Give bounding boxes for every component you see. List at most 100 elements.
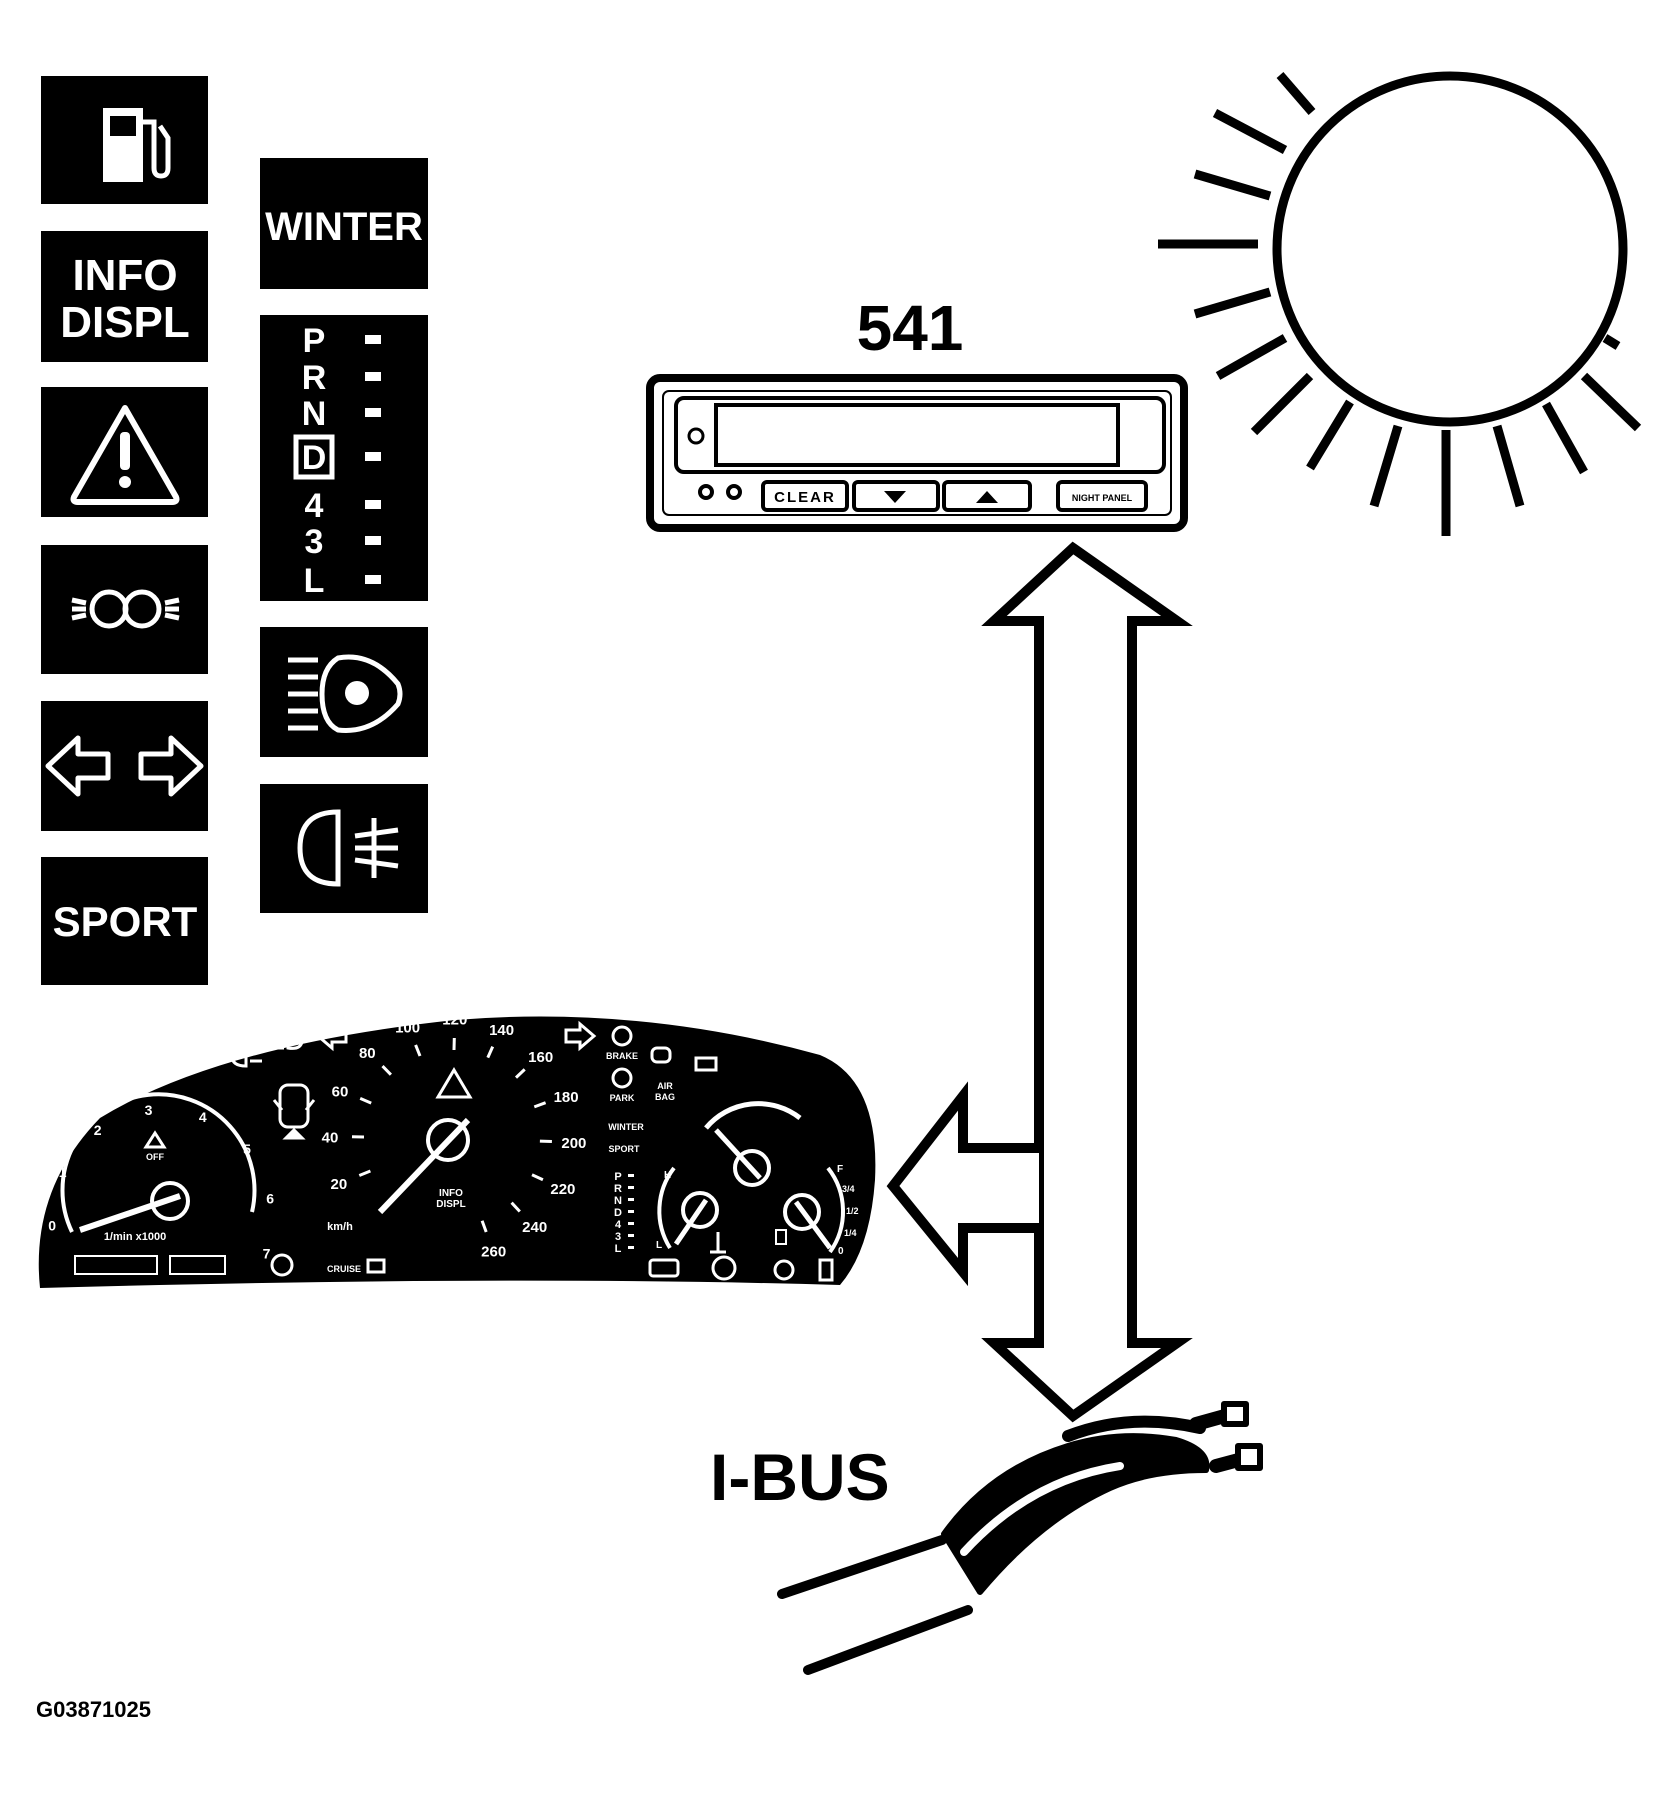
selected-gear-box <box>293 434 335 480</box>
cluster-gear-led <box>628 1210 634 1213</box>
speed-needle <box>377 1117 471 1215</box>
fuel-1q-label: 1/4 <box>844 1228 857 1238</box>
sport-label: SPORT <box>53 898 198 945</box>
speed-tick-label: 60 <box>332 1084 349 1101</box>
tach-tick-label: 1 <box>59 1164 67 1180</box>
cluster-cruise-icon <box>366 1258 386 1274</box>
fuel-3q-label: 3/4 <box>842 1184 855 1194</box>
speed-tick-mark <box>414 1044 422 1057</box>
figure-code: G03871025 <box>36 1697 151 1722</box>
trip-reset-knob[interactable] <box>270 1253 294 1277</box>
fuel-gauge: F 3/4 1/2 1/4 0 <box>775 1164 859 1257</box>
speed-tick-label: 100 <box>395 1020 420 1037</box>
indicator-sport: SPORT <box>41 857 208 985</box>
cluster-park-label: PARK <box>610 1093 635 1103</box>
gear-led <box>365 372 381 381</box>
info-displ-label-line1: INFO <box>72 251 177 300</box>
cluster-rear-fog-icon <box>230 1044 248 1068</box>
tach-tick-label: 5 <box>243 1141 251 1157</box>
cluster-winter-label: WINTER <box>608 1122 644 1132</box>
scroll-up-button[interactable] <box>942 480 1032 512</box>
cluster-gear-led <box>628 1174 634 1177</box>
scroll-down-button[interactable] <box>852 480 940 512</box>
info-displ-label-line2: DISPL <box>60 298 190 347</box>
cluster-top-symbols <box>230 1020 718 1089</box>
cluster-left-turn-icon <box>315 1020 348 1052</box>
speed-tick-label: 220 <box>550 1181 575 1198</box>
gear-led <box>365 408 381 417</box>
recycle-off-icon: OFF <box>143 1130 167 1162</box>
speed-tick-label: 40 <box>322 1130 339 1147</box>
cluster-gear-letter: 4 <box>615 1219 622 1231</box>
cluster-battery-icon <box>694 1056 718 1072</box>
gear-led <box>365 575 381 584</box>
gear-letter-d: D <box>302 439 327 477</box>
cluster-oil-warning-icon <box>711 1255 737 1281</box>
tach-tick-label: 3 <box>145 1102 153 1118</box>
gear-letter-l: L <box>304 562 325 600</box>
unit-number: 541 <box>857 292 964 364</box>
tach-tick-label: 6 <box>266 1191 274 1207</box>
speed-tick-mark <box>359 1097 372 1105</box>
cluster-gear-led <box>628 1234 634 1237</box>
bus-arrows <box>886 541 1193 1423</box>
fuel-full-label: F <box>837 1164 843 1175</box>
boost-gauge <box>704 1101 802 1187</box>
indicator-fuel <box>41 76 208 204</box>
gear-letter-p: P <box>303 322 326 360</box>
cluster-gear-letter: L <box>615 1243 622 1255</box>
cluster-park-icon <box>611 1067 633 1089</box>
speed-tick-label: 180 <box>554 1089 579 1106</box>
winter-label: WINTER <box>265 205 423 249</box>
gear-letter-3: 3 <box>305 523 324 561</box>
cluster-info-displ-2: DISPL <box>436 1199 465 1210</box>
clear-button[interactable]: CLEAR <box>761 480 849 512</box>
speed-tick-mark <box>486 1045 495 1059</box>
speed-unit: km/h <box>327 1221 353 1233</box>
cluster-gear-led <box>628 1246 634 1249</box>
gear-letter-4: 4 <box>305 487 324 525</box>
speed-tick-mark <box>531 1173 544 1182</box>
speed-tick-mark <box>480 1220 488 1233</box>
cluster-right-turn-icon <box>564 1020 597 1052</box>
cluster-airbag-label-1: AIR <box>657 1081 673 1091</box>
speed-tick-label: 140 <box>489 1022 514 1039</box>
speed-tick-label: 240 <box>522 1219 547 1236</box>
cluster-brake-icon <box>611 1025 633 1047</box>
cluster-gear-letter: N <box>614 1195 622 1207</box>
cluster-airbag-label-2: BAG <box>655 1092 675 1102</box>
temp-low-label: L <box>656 1240 662 1251</box>
gear-letter-n: N <box>302 395 327 433</box>
cluster-brake-label: BRAKE <box>606 1051 638 1061</box>
gear-letter-r: R <box>302 359 327 397</box>
gear-led <box>365 335 381 344</box>
odometer <box>74 1255 226 1275</box>
cluster-check-engine-icon <box>648 1258 680 1278</box>
speed-tick-mark <box>533 1101 547 1109</box>
indicator-turn-signals <box>41 701 208 831</box>
fuel-empty-label: 0 <box>838 1246 844 1257</box>
cluster-gear-letter: D <box>614 1207 622 1219</box>
cluster-warning-icon <box>435 1067 473 1099</box>
position-lights-icon <box>71 589 180 629</box>
gear-led <box>365 500 381 509</box>
cluster-info-displ-1: INFO <box>439 1188 463 1199</box>
speed-tick-mark <box>381 1065 392 1076</box>
night-panel-button[interactable]: NIGHT PANEL <box>1056 480 1148 512</box>
speed-tick-label: 120 <box>442 1012 467 1029</box>
cluster-high-beam-icon <box>286 1034 304 1050</box>
bus-cable-icon <box>777 1401 1263 1675</box>
indicator-winter: WINTER <box>260 158 428 289</box>
indicator-rear-fog <box>260 784 428 913</box>
speed-tick-mark <box>358 1169 371 1177</box>
speed-tick-mark <box>514 1068 526 1079</box>
rear-fog-light-icon <box>297 809 399 887</box>
cluster-gear-led <box>628 1186 634 1189</box>
high-beam-icon <box>288 654 403 733</box>
cluster-fuel-icon <box>775 1229 787 1245</box>
cluster-fog-icon <box>773 1259 795 1281</box>
